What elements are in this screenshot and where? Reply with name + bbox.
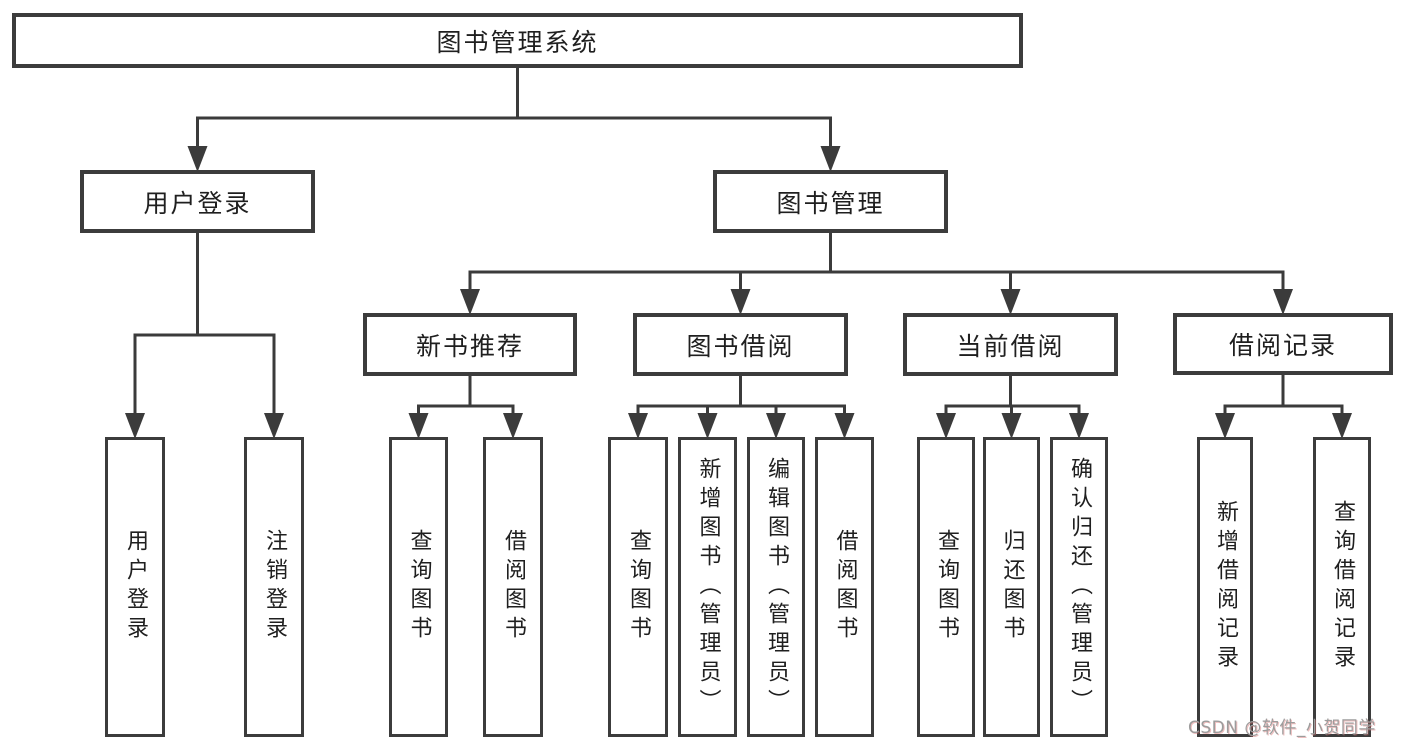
connector-book-borrow — [628, 374, 855, 439]
node-label-bb-add: 新增图书（管理员） — [695, 456, 721, 718]
node-bb-search: 查询图书 — [608, 437, 668, 737]
node-label-rec-search: 查询图书 — [406, 529, 432, 645]
connector-book-mgmt — [460, 231, 1293, 315]
connector-user-login — [125, 231, 284, 439]
node-label-root: 图书管理系统 — [436, 27, 599, 57]
node-label-login: 用户登录 — [123, 529, 148, 645]
node-rec-search: 查询图书 — [389, 437, 448, 737]
connector-root — [187, 66, 841, 172]
node-cb-search: 查询图书 — [917, 437, 975, 737]
node-cb-return: 归还图书 — [983, 437, 1040, 737]
node-label-bb-edit: 编辑图书（管理员） — [764, 456, 789, 718]
node-label-bb-search: 查询图书 — [626, 529, 651, 645]
node-label-br-add: 新增借阅记录 — [1213, 500, 1238, 674]
connector-current-borrow — [936, 374, 1089, 439]
connector-borrow-records — [1215, 373, 1352, 439]
node-root: 图书管理系统 — [12, 13, 1023, 68]
node-borrow-records: 借阅记录 — [1173, 313, 1393, 375]
node-book-borrow: 图书借阅 — [633, 313, 848, 376]
node-label-rec-borrow: 借阅图书 — [501, 529, 526, 645]
node-label-br-search: 查询借阅记录 — [1330, 500, 1355, 674]
node-br-add: 新增借阅记录 — [1197, 437, 1253, 737]
node-bb-borrow: 借阅图书 — [815, 437, 874, 737]
node-label-user-login: 用户登录 — [143, 188, 252, 218]
node-new-book-rec: 新书推荐 — [363, 313, 577, 376]
node-label-cb-search: 查询图书 — [934, 529, 959, 645]
node-user-login: 用户登录 — [80, 170, 315, 233]
node-login: 用户登录 — [105, 437, 165, 737]
node-label-new-book-rec: 新书推荐 — [415, 331, 524, 361]
node-label-book-borrow: 图书借阅 — [686, 331, 795, 361]
node-current-borrow: 当前借阅 — [903, 313, 1118, 376]
node-rec-borrow: 借阅图书 — [483, 437, 543, 737]
node-label-cb-confirm: 确认归还（管理员） — [1067, 456, 1092, 718]
node-logout: 注销登录 — [244, 437, 304, 737]
node-label-cb-return: 归还图书 — [999, 529, 1025, 645]
node-label-logout: 注销登录 — [262, 529, 287, 645]
node-bb-add: 新增图书（管理员） — [678, 437, 737, 737]
node-label-bb-borrow: 借阅图书 — [832, 529, 858, 645]
connector-new-book-rec — [408, 374, 523, 439]
node-label-book-mgmt: 图书管理 — [776, 188, 885, 218]
node-bb-edit: 编辑图书（管理员） — [747, 437, 805, 737]
node-br-search: 查询借阅记录 — [1313, 437, 1371, 737]
node-book-mgmt: 图书管理 — [713, 170, 948, 233]
node-label-borrow-records: 借阅记录 — [1228, 331, 1337, 360]
node-label-current-borrow: 当前借阅 — [956, 331, 1065, 361]
watermark: CSDN @软件_小贺同学 — [1188, 718, 1376, 738]
node-cb-confirm: 确认归还（管理员） — [1050, 437, 1108, 737]
